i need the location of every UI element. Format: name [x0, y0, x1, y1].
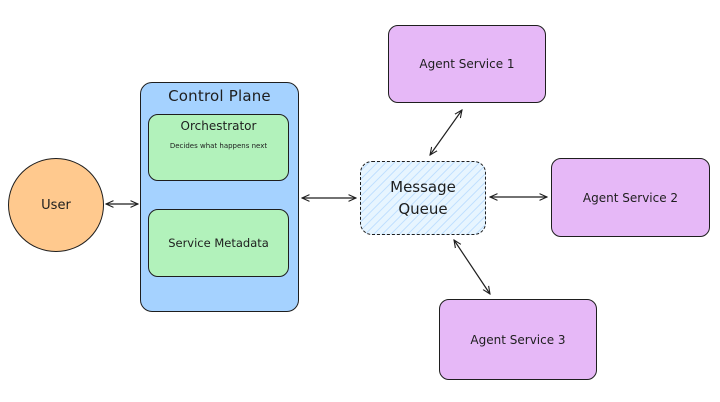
user-node: User — [8, 158, 104, 252]
agent-service-2-box: Agent Service 2 — [551, 158, 710, 237]
orchestrator-box: Orchestrator Decides what happens next — [148, 114, 289, 181]
arrow-queue-agent-1 — [430, 110, 462, 155]
agent-service-1-box: Agent Service 1 — [388, 25, 546, 103]
message-queue-label-line2: Queue — [398, 200, 448, 218]
agent-service-1-label: Agent Service 1 — [419, 57, 515, 71]
arrow-queue-agent-3 — [454, 240, 490, 294]
agent-service-2-label: Agent Service 2 — [582, 190, 679, 205]
user-label: User — [41, 197, 71, 213]
control-plane-title: Control Plane — [168, 87, 271, 105]
orchestrator-description: Decides what happens next — [169, 142, 268, 150]
orchestrator-title: Orchestrator — [180, 119, 257, 133]
agent-service-3-label: Agent Service 3 — [470, 332, 566, 347]
service-metadata-label: Service Metadata — [168, 236, 269, 250]
agent-service-3-box: Agent Service 3 — [439, 299, 597, 380]
message-queue-node: Message Queue — [360, 161, 486, 235]
message-queue-label-line1: Message — [390, 178, 456, 196]
service-metadata-box: Service Metadata — [148, 209, 289, 277]
